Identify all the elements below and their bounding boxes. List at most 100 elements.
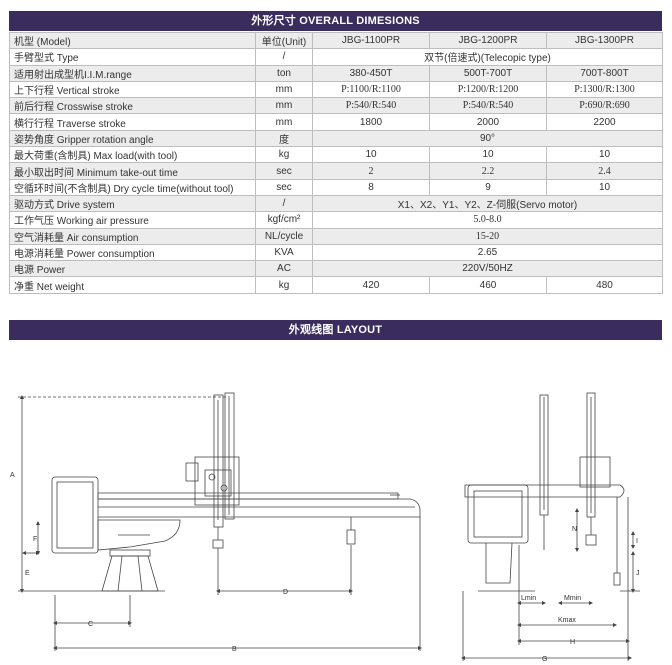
side-view	[461, 392, 640, 661]
row-unit: kgf/cm²	[255, 211, 313, 229]
row-value-all: 15-20	[312, 227, 663, 245]
row-value: 9	[429, 178, 547, 196]
row-unit: NL/cycle	[255, 227, 313, 245]
row-unit: AC	[255, 260, 313, 278]
table-row: 手臂型式 Type/双节(倍速式)(Telecopic type)	[9, 48, 663, 66]
dim-kmax-label: Kmax	[558, 617, 576, 624]
row-label: 上下行程 Vertical stroke	[9, 80, 256, 99]
row-unit: sec	[255, 162, 313, 180]
row-value: P:1300/R:1300	[546, 80, 663, 99]
header-model-2: JBG-1200PR	[429, 31, 547, 50]
header-model-1: JBG-1100PR	[312, 31, 430, 50]
dim-lmin-label: Lmin	[521, 595, 536, 602]
row-value: 2.2	[429, 162, 547, 180]
row-value: 10	[312, 146, 430, 164]
row-value-all: 5.0-8.0	[312, 211, 663, 229]
row-value-all: 220V/50HZ	[312, 260, 663, 278]
dim-e-label: E	[25, 570, 30, 577]
row-label: 最小取出时间 Minimum take-out time	[9, 162, 256, 180]
row-unit: /	[255, 48, 313, 66]
header-unit: 单位(Unit)	[255, 31, 313, 50]
dim-mmin-label: Mmin	[564, 595, 581, 602]
row-value: P:690/R:690	[546, 97, 663, 115]
row-value: 500T-700T	[429, 64, 547, 82]
overall-dimensions-banner: 外形尺寸 OVERALL DIMESIONS	[9, 11, 662, 31]
dim-b-label: B	[232, 646, 237, 653]
row-label: 净重 Net weight	[9, 276, 256, 294]
table-row: 驱动方式 Drive system/X1、X2、Y1、Y2、Z-伺服(Servo…	[9, 194, 663, 213]
header-model-3: JBG-1300PR	[546, 31, 663, 50]
row-value: P:1100/R:1100	[312, 80, 430, 99]
dim-c-label: C	[88, 621, 93, 628]
row-unit: kg	[255, 276, 313, 294]
row-label: 空气消耗量 Air consumption	[9, 227, 256, 245]
row-label: 姿势角度 Gripper rotation angle	[9, 129, 256, 148]
row-unit: ton	[255, 64, 313, 82]
layout-banner: 外观线图 LAYOUT	[9, 320, 662, 340]
row-value: 10	[546, 146, 663, 164]
row-label: 手臂型式 Type	[9, 48, 256, 66]
header-model: 机型 (Model)	[9, 31, 256, 50]
front-view	[18, 392, 422, 651]
row-value-all: 2.65	[312, 243, 663, 262]
row-label: 空循环时间(不含制具) Dry cycle time(without tool)	[9, 178, 256, 196]
row-unit: mm	[255, 97, 313, 115]
row-unit: sec	[255, 178, 313, 196]
row-unit: mm	[255, 80, 313, 99]
row-value-all: 90°	[312, 129, 663, 148]
row-value: 8	[312, 178, 430, 196]
row-unit: mm	[255, 113, 313, 131]
row-value: 10	[429, 146, 547, 164]
row-value: P:540/R:540	[312, 97, 430, 115]
row-value-all: X1、X2、Y1、Y2、Z-伺服(Servo motor)	[312, 194, 663, 213]
row-label: 工作气压 Working air pressure	[9, 211, 256, 229]
row-label: 适用射出成型机I.I.M.range	[9, 64, 256, 82]
dim-h-label: H	[570, 639, 575, 646]
row-unit: 度	[255, 129, 313, 148]
row-unit: kg	[255, 146, 313, 164]
row-value: 1800	[312, 113, 430, 131]
row-value: 2000	[429, 113, 547, 131]
row-value: 2.4	[546, 162, 663, 180]
table-row: 空循环时间(不含制具) Dry cycle time(without tool)…	[9, 178, 663, 196]
row-value: 380-450T	[312, 64, 430, 82]
row-label: 驱动方式 Drive system	[9, 194, 256, 213]
row-label: 电源 Power	[9, 260, 256, 278]
row-value: 2200	[546, 113, 663, 131]
row-label: 电源消耗量 Power consumption	[9, 243, 256, 262]
row-value: P:1200/R:1200	[429, 80, 547, 99]
row-value: 2	[312, 162, 430, 180]
row-value: 700T-800T	[546, 64, 663, 82]
layout-drawing: A B C D E F G H I J N Lmin Mmin Kmax	[10, 392, 640, 663]
row-value: 10	[546, 178, 663, 196]
dim-a-label: A	[10, 472, 15, 479]
row-value-all: 双节(倍速式)(Telecopic type)	[312, 48, 663, 66]
row-unit: /	[255, 194, 313, 213]
row-label: 最大荷重(含制具) Max load(with tool)	[9, 146, 256, 164]
dim-i-label: I	[636, 538, 638, 545]
row-value: 460	[429, 276, 547, 294]
row-value: P:540/R:540	[429, 97, 547, 115]
row-unit: KVA	[255, 243, 313, 262]
row-value: 480	[546, 276, 663, 294]
dim-f-label: F	[33, 536, 37, 543]
row-label: 横行行程 Traverse stroke	[9, 113, 256, 131]
dim-n-label: N	[572, 526, 577, 533]
dim-g-label: G	[542, 656, 547, 663]
dim-j-label: J	[636, 570, 640, 577]
dim-d-label: D	[283, 589, 288, 596]
row-label: 前后行程 Crosswise stroke	[9, 97, 256, 115]
